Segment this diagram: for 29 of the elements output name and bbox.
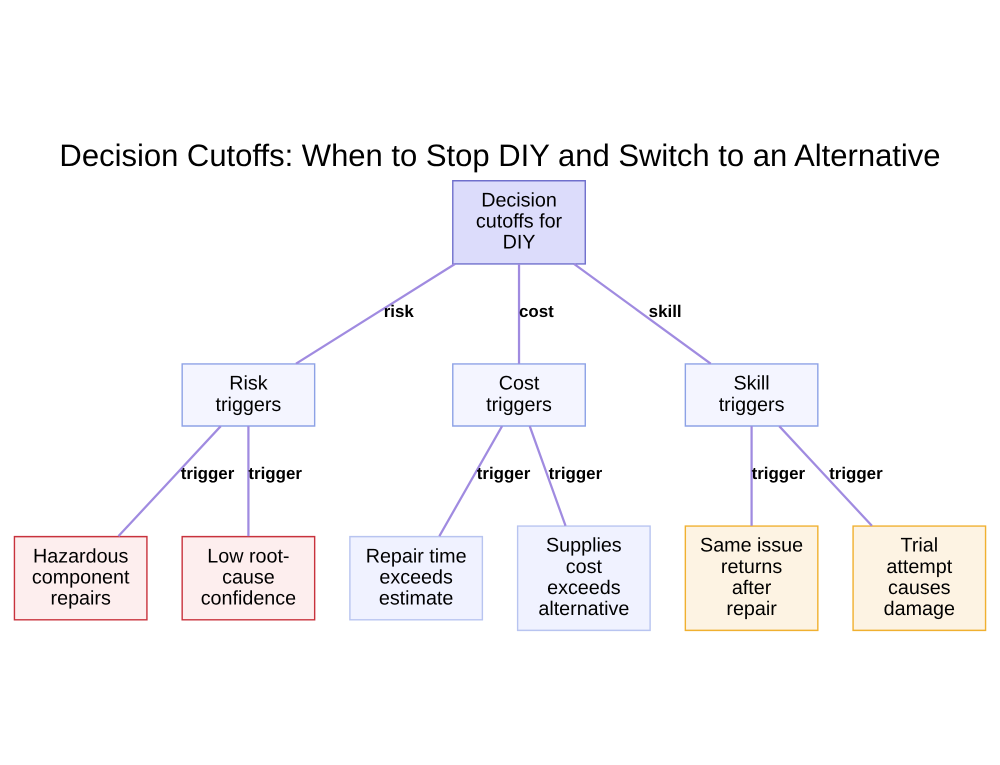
node-box: Trial attempt causes damage xyxy=(852,524,986,631)
connector xyxy=(247,426,250,536)
node-box: Skill triggers xyxy=(684,362,819,426)
connector xyxy=(118,424,222,536)
edge-label: cost xyxy=(519,301,554,320)
connector xyxy=(573,262,712,364)
node-box: Hazardous component repairs xyxy=(14,535,148,620)
connector xyxy=(518,263,520,364)
edge-label: skill xyxy=(648,301,682,320)
connector xyxy=(528,425,567,526)
node-box: Cost triggers xyxy=(452,362,586,426)
edge-label: risk xyxy=(384,301,414,320)
connector xyxy=(750,426,753,526)
connector xyxy=(438,425,504,536)
diagram-title: Decision Cutoffs: When to Stop DIY and Switch to an Alternative xyxy=(59,138,941,173)
node-box: Risk triggers xyxy=(181,362,316,426)
node-box: Supplies cost exceeds alternative xyxy=(516,524,651,631)
edge-label: trigger xyxy=(248,463,302,482)
node-box: Same issue returns after repair xyxy=(684,524,819,631)
node-box: Low root-cause confidence xyxy=(181,535,316,620)
connector xyxy=(295,262,456,364)
connector xyxy=(778,424,873,526)
edge-label: trigger xyxy=(180,463,234,482)
node-box: Decision cutoffs for DIY xyxy=(452,180,586,264)
edge-label: trigger xyxy=(548,463,602,482)
edge-label: trigger xyxy=(752,463,806,482)
edge-label: trigger xyxy=(476,463,530,482)
edge-label: trigger xyxy=(829,463,883,482)
node-box: Repair time exceeds estimate xyxy=(349,535,484,620)
